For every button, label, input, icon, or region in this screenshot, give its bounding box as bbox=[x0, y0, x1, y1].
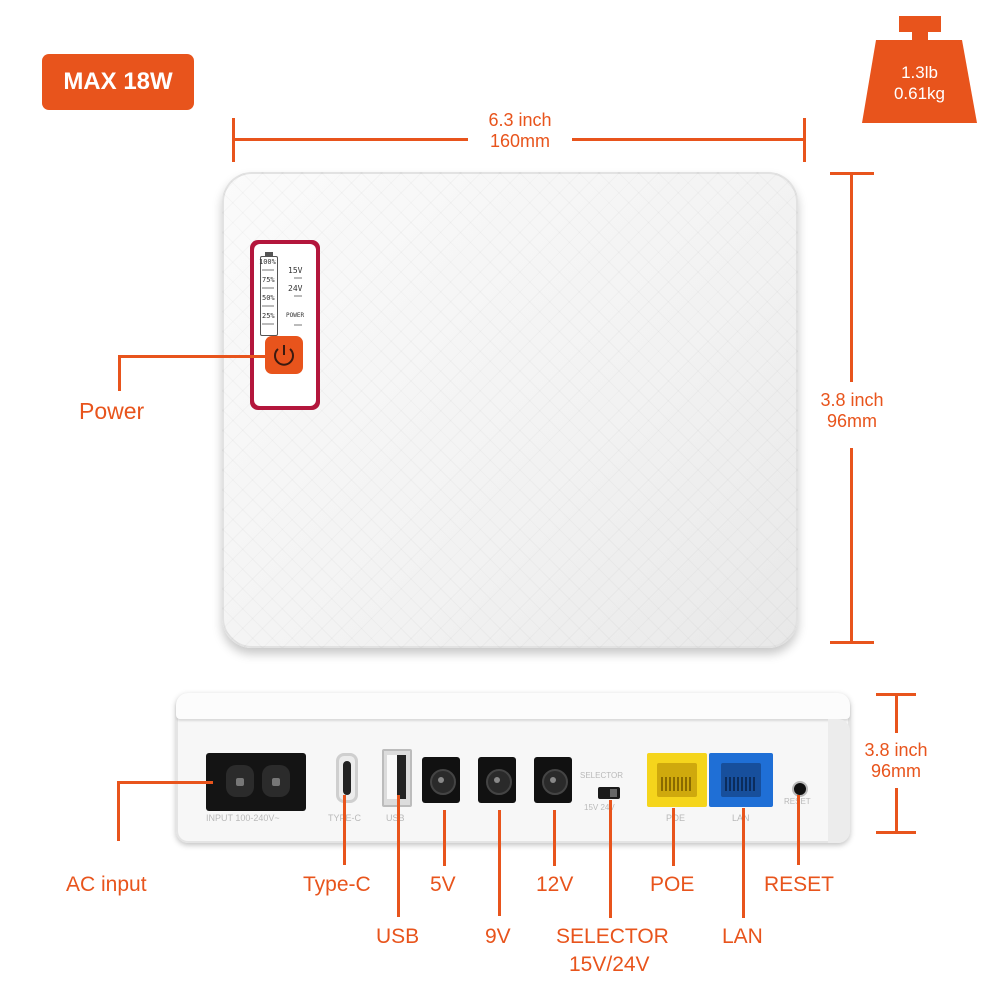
level-75: 75% bbox=[262, 276, 275, 284]
led-24v: 24V bbox=[288, 284, 303, 293]
level-50: 50% bbox=[262, 294, 275, 302]
usb-leader bbox=[397, 795, 400, 917]
depth-mm: 96mm bbox=[870, 761, 921, 781]
dc-12v-port[interactable] bbox=[534, 757, 572, 803]
selector-leader bbox=[609, 800, 612, 918]
depth-dim-label: 3.8 inch 96mm bbox=[850, 740, 942, 782]
power-button[interactable] bbox=[265, 336, 303, 374]
selector-values-label: 15V 24V bbox=[584, 803, 615, 812]
level-25: 25% bbox=[262, 312, 275, 320]
type-c-port[interactable] bbox=[336, 753, 358, 803]
usb-port-label: USB bbox=[386, 813, 405, 823]
ac-input-port[interactable] bbox=[206, 753, 306, 811]
input-port-label: INPUT 100-240V~ bbox=[206, 813, 280, 823]
width-dim-label: 6.3 inch 160mm bbox=[468, 110, 572, 152]
width-inch: 6.3 inch bbox=[488, 110, 552, 130]
lan-leader bbox=[742, 808, 745, 918]
reset-leader bbox=[797, 795, 800, 865]
ac-input-label: AC input bbox=[66, 873, 147, 896]
battery-icon bbox=[260, 256, 278, 336]
power-label: Power bbox=[79, 398, 145, 424]
lan-label: LAN bbox=[722, 925, 763, 948]
5v-label: 5V bbox=[430, 873, 456, 896]
12v-label: 12V bbox=[536, 873, 574, 896]
v12-leader bbox=[553, 810, 556, 866]
selector-sub-label: 15V/24V bbox=[569, 953, 650, 976]
weight-lb: 1.3lb bbox=[901, 63, 938, 82]
height-dim-line-bottom bbox=[850, 448, 853, 644]
ac-leader-v bbox=[117, 781, 120, 841]
poe-port[interactable] bbox=[647, 753, 707, 807]
width-dim-line-right bbox=[572, 138, 806, 141]
typec-leader bbox=[343, 795, 346, 865]
device-rear-view: INPUT 100-240V~ TYPE-C USB SELECTOR 15V … bbox=[176, 693, 850, 843]
dc-9v-port[interactable] bbox=[478, 757, 516, 803]
power-leader-h bbox=[118, 355, 270, 358]
width-dim-line-left bbox=[232, 138, 468, 141]
selector-switch[interactable] bbox=[598, 787, 620, 799]
reset-button[interactable] bbox=[792, 781, 808, 797]
height-inch: 3.8 inch bbox=[820, 390, 884, 410]
usb-label: USB bbox=[376, 925, 420, 948]
depth-inch: 3.8 inch bbox=[864, 740, 928, 760]
weight-kg: 0.61kg bbox=[893, 84, 946, 103]
led-15v: 15V bbox=[288, 266, 303, 275]
status-panel: 100% 75% 50% 25% 15V 24V POWER bbox=[250, 240, 320, 410]
dc-5v-port[interactable] bbox=[422, 757, 460, 803]
lan-port-label: LAN bbox=[732, 813, 750, 823]
height-mm: 96mm bbox=[826, 411, 877, 431]
level-100: 100% bbox=[259, 258, 276, 266]
power-leader-v bbox=[118, 355, 121, 391]
reset-label: RESET bbox=[764, 873, 835, 896]
width-mm: 160mm bbox=[489, 131, 551, 151]
lan-port[interactable] bbox=[709, 753, 773, 807]
max-power-badge: MAX 18W bbox=[42, 54, 194, 110]
v5-leader bbox=[443, 810, 446, 866]
selector-port-label: SELECTOR bbox=[580, 771, 623, 780]
depth-dim-line-bottom bbox=[895, 788, 898, 834]
poe-label: POE bbox=[650, 873, 695, 896]
height-dim-label: 3.8 inch 96mm bbox=[806, 390, 898, 432]
height-dim-line-top bbox=[850, 172, 853, 382]
led-power: POWER bbox=[286, 312, 305, 319]
ac-leader-h bbox=[117, 781, 213, 784]
depth-dim-line-top bbox=[895, 693, 898, 733]
weight-icon: 1.3lb 0.61kg bbox=[862, 16, 977, 124]
selector-label: SELECTOR bbox=[556, 925, 669, 948]
9v-label: 9V bbox=[485, 925, 511, 948]
device-top-view: 100% 75% 50% 25% 15V 24V POWER bbox=[222, 172, 798, 648]
power-icon bbox=[274, 345, 294, 366]
poe-leader bbox=[672, 808, 675, 866]
poe-port-label: POE bbox=[666, 813, 686, 823]
v9-leader bbox=[498, 810, 501, 916]
type-c-label: Type-C bbox=[303, 873, 371, 896]
